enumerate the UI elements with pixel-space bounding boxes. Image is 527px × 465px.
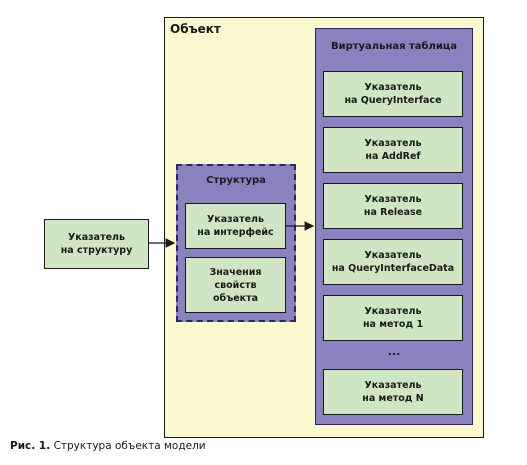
figure-caption: Рис. 1. Структура объекта модели	[10, 440, 206, 452]
structure-title: Структура	[206, 175, 266, 186]
caption-text: Структура объекта модели	[53, 440, 206, 452]
object-title: Объект	[170, 22, 221, 36]
vtable-ellipsis: ...	[387, 345, 401, 358]
caption-prefix: Рис. 1.	[10, 440, 51, 452]
virtual-table-title: Виртуальная таблица	[330, 41, 458, 52]
